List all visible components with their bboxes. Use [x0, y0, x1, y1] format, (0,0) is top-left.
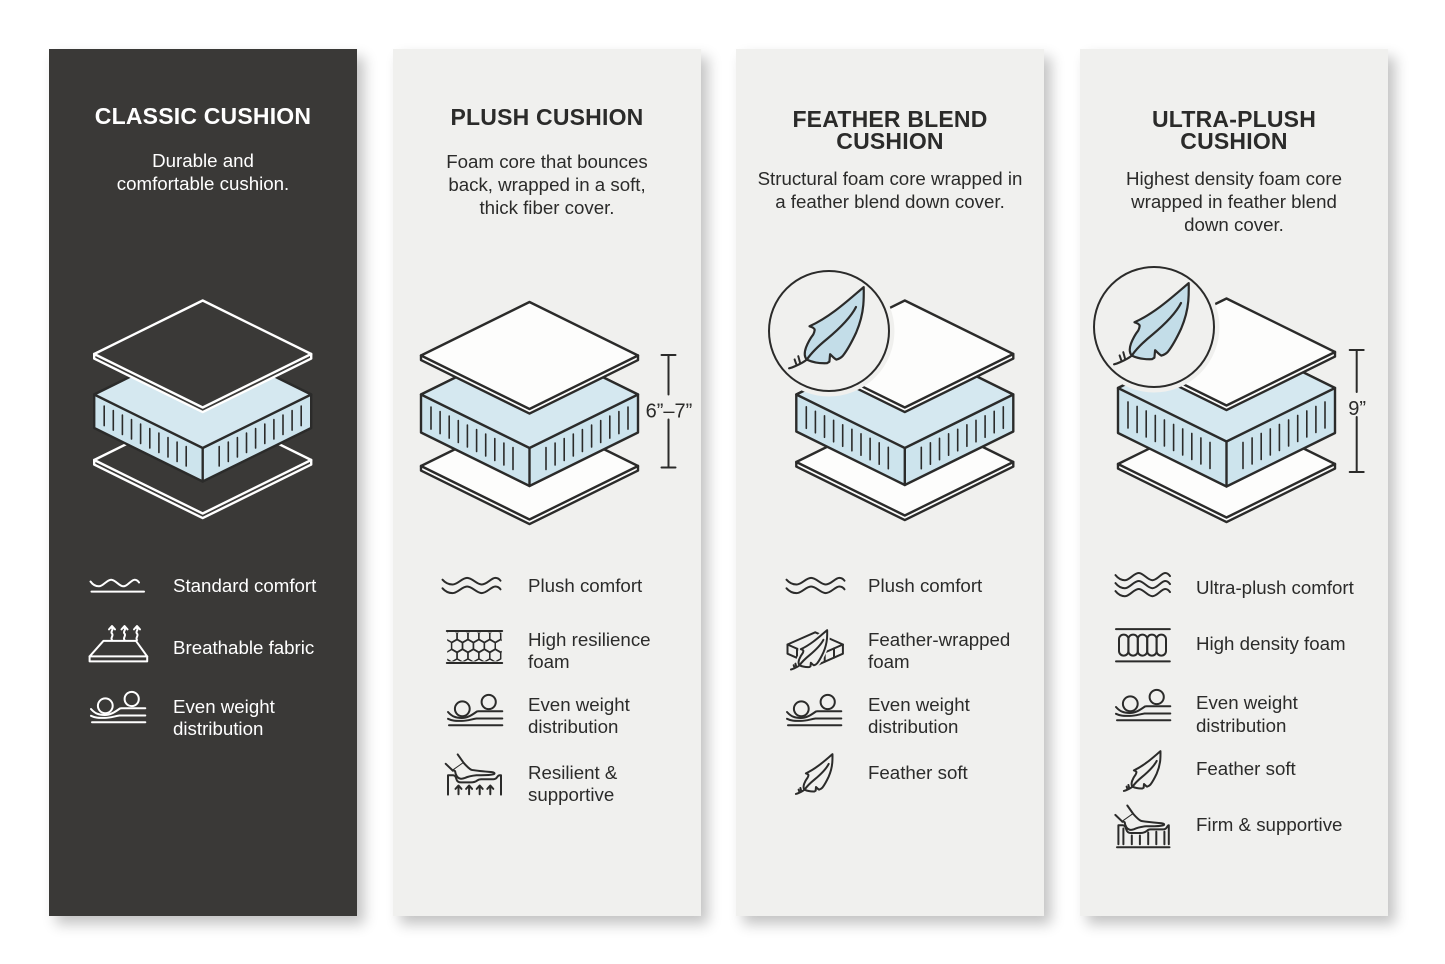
svg-text:6”–7”: 6”–7”	[646, 401, 693, 423]
svg-text:9”: 9”	[1348, 398, 1366, 420]
